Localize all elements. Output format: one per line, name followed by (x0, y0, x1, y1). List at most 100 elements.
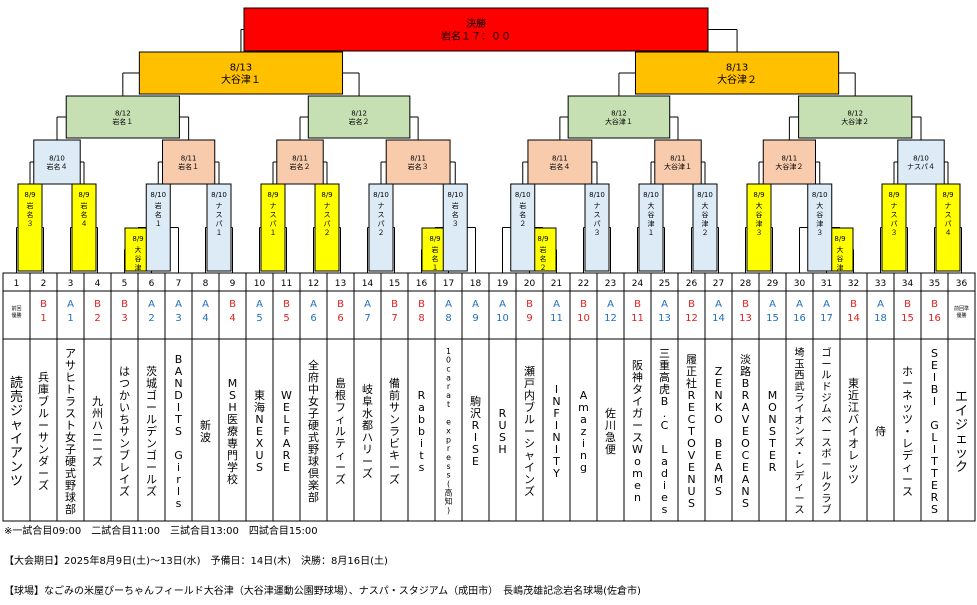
match-r16-1-date: 8/10 (49, 154, 65, 162)
team-number: 13 (335, 279, 346, 289)
team-number: 3 (68, 279, 74, 289)
team-name: エイジェック (955, 390, 968, 475)
team-number: 36 (956, 279, 968, 289)
match-r64-2-venue: 岩名１ (432, 245, 439, 272)
match-r16-4-venue: 岩名３ (408, 162, 429, 171)
match-r64-2-date: 8/9 (429, 235, 440, 243)
match-qf-4-date: 8/12 (847, 109, 863, 117)
team-number: 26 (686, 279, 698, 289)
match-r32-16-venue: ナスパ４ (945, 202, 952, 237)
match-qf-2-venue: 岩名２ (349, 117, 370, 126)
team-number: 25 (659, 279, 670, 289)
match-qf-1-date: 8/12 (115, 109, 131, 117)
match-r16-5-venue: 岩名４ (549, 162, 570, 171)
match-r16-7-venue: 大谷津２ (775, 162, 803, 171)
match-sf-2-date: 8/13 (726, 63, 748, 74)
team-name: 読売ジャイアンツ (10, 375, 23, 489)
team-number: 17 (443, 279, 454, 289)
team-number: 14 (362, 279, 374, 289)
match-final-venue: 岩名１７：００ (441, 30, 511, 43)
team-name: 全府中女子硬式野球倶楽部 (308, 358, 319, 504)
match-r32-6-date: 8/9 (321, 191, 332, 199)
match-qf-1-venue: 岩名１ (112, 117, 133, 126)
match-r32-7-date: 8/10 (373, 191, 389, 199)
team-name: 備前サンラビキーズ (389, 377, 400, 486)
team-number: 29 (767, 279, 779, 289)
match-r32-3-venue: 岩名１ (155, 201, 162, 228)
team-name: 島根フィルティーズ (335, 376, 346, 486)
team-number: 2 (41, 279, 47, 289)
match-r16-8-date: 8/10 (913, 154, 929, 162)
match-r32-11-date: 8/10 (643, 191, 659, 199)
tournament-period-note: 【大会期日】2025年8月9日(土)～13日(水) 予備日：14日(木) 決勝：… (4, 556, 388, 567)
team-number: 16 (416, 279, 428, 289)
match-r32-16: 8/9 ナスパ４ (935, 183, 961, 272)
team-name: 新波 (200, 418, 211, 444)
match-r32-7-venue: ナスパ２ (378, 202, 385, 237)
team-number: 15 (389, 279, 400, 289)
match-r32-11-venue: 大谷津１ (648, 201, 655, 237)
match-final-date: 決勝 (466, 17, 486, 30)
match-times-note: ※一試合目09:00 二試合目11:00 三試合目13:00 四試合目15:00 (4, 526, 318, 537)
team-number: 4 (95, 279, 101, 289)
match-qf-3-venue: 大谷津１ (605, 117, 633, 126)
match-r32-3-date: 8/10 (150, 191, 166, 199)
match-r32-15-date: 8/9 (888, 191, 899, 199)
team-number: 22 (578, 279, 589, 289)
match-qf-3-date: 8/12 (611, 109, 627, 117)
match-r16-6-venue: 大谷津１ (664, 162, 692, 171)
match-r32-10-date: 8/10 (589, 191, 605, 199)
match-r16-5-date: 8/11 (552, 154, 568, 162)
team-name: ホーネッツ・レディース (902, 365, 913, 498)
match-r32-16-date: 8/9 (942, 191, 953, 199)
team-seed: 前回準優勝 (954, 305, 969, 319)
team-number: 34 (902, 279, 914, 289)
team-name: 侍 (875, 425, 886, 438)
team-number: 9 (230, 279, 236, 289)
team-number: 1 (14, 279, 20, 289)
team-number: 23 (605, 279, 616, 289)
match-sf-2-venue: 大谷津２ (717, 73, 757, 86)
team-name: 埼玉西武ライオンズ・レディース (794, 346, 804, 516)
match-r16-2-date: 8/11 (181, 154, 197, 162)
match-r32-4-venue: ナスパ１ (216, 202, 223, 237)
match-r32-12-venue: 大谷津２ (702, 201, 709, 237)
match-r32-8-date: 8/10 (447, 191, 463, 199)
team-name: 佐川急便 (605, 406, 616, 456)
match-r16-2-venue: 岩名１ (178, 162, 199, 171)
team-number: 20 (524, 279, 536, 289)
